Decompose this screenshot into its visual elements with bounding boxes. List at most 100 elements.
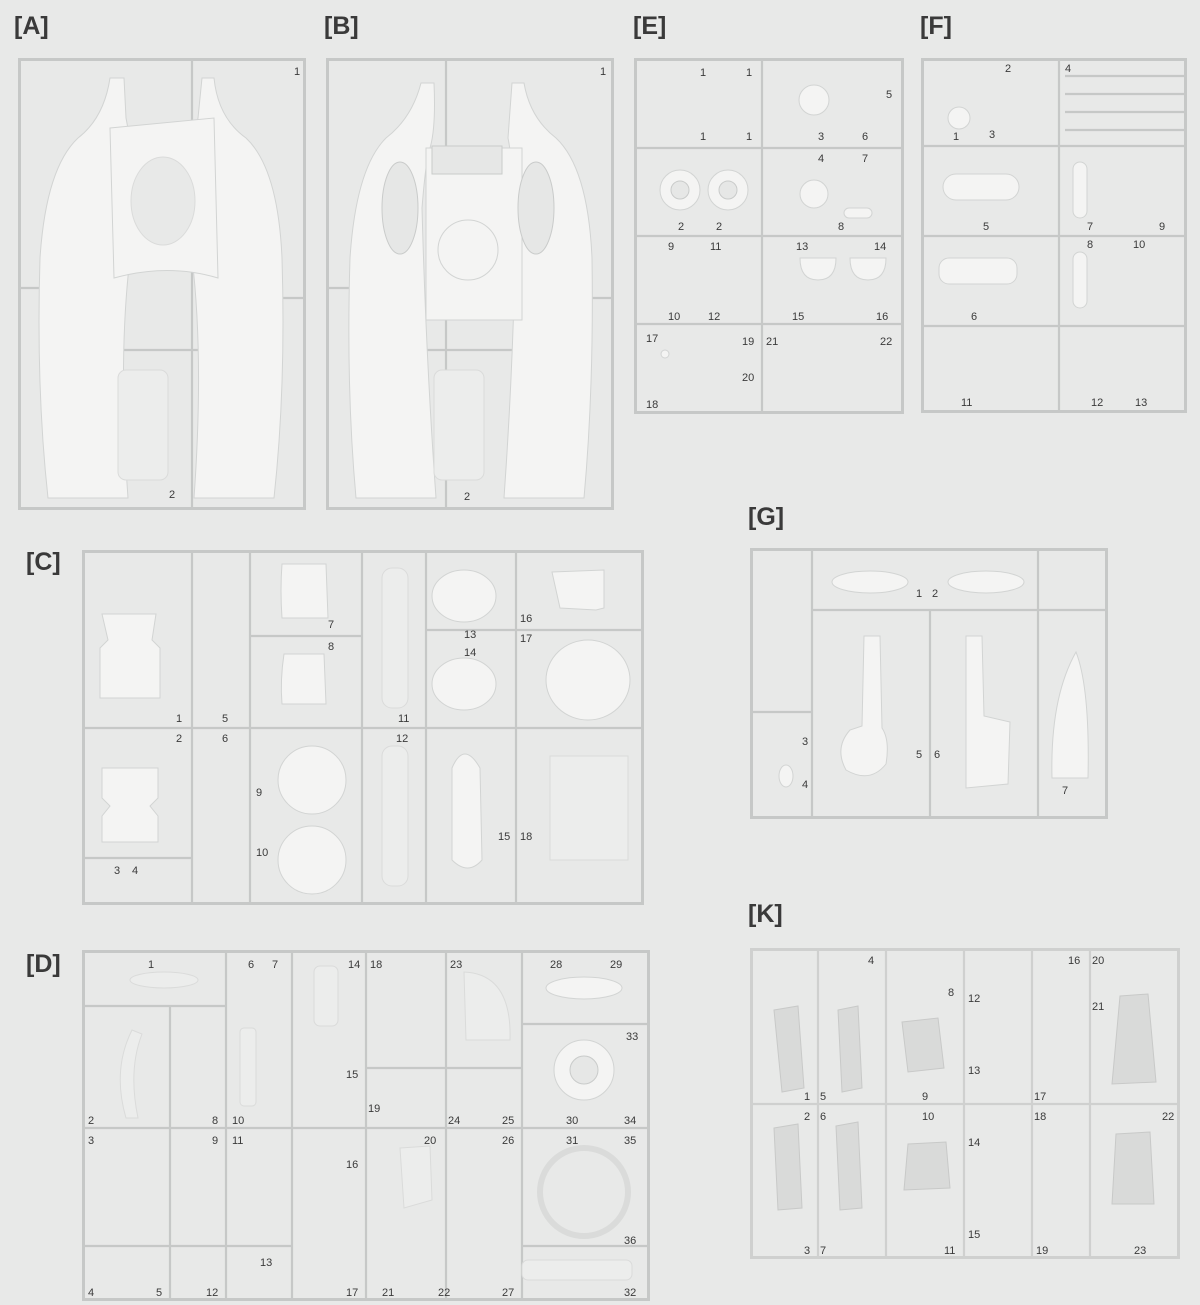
part-number: 1 (294, 66, 300, 78)
part-number: 16 (346, 1159, 358, 1171)
part-number: 7 (862, 153, 868, 165)
grille-part (381, 567, 409, 709)
part-number: 1 (746, 131, 752, 143)
part-number: 34 (624, 1115, 636, 1127)
part-number: 24 (448, 1115, 460, 1127)
figure-coat-part (1111, 993, 1157, 1085)
part-number: 1 (148, 959, 154, 971)
nose-cone (451, 753, 483, 869)
part-number: 15 (346, 1069, 358, 1081)
sprue-label-k: [K] (748, 900, 783, 928)
part-number: 28 (550, 959, 562, 971)
part-number: 16 (1068, 955, 1080, 967)
part-number: 3 (804, 1245, 810, 1257)
sphere-part (277, 745, 347, 815)
part-number: 10 (256, 847, 268, 859)
part-number: 3 (88, 1135, 94, 1147)
part-number: 9 (668, 241, 674, 253)
part-number: 19 (368, 1103, 380, 1115)
part-number: 8 (212, 1115, 218, 1127)
part-number: 12 (968, 993, 980, 1005)
part-number: 12 (206, 1287, 218, 1299)
part-number: 21 (382, 1287, 394, 1299)
part-number: 4 (88, 1287, 94, 1299)
instrument-panel (431, 145, 503, 175)
cockpit-frame (549, 755, 629, 861)
part-number: 21 (1092, 1001, 1104, 1013)
part-number: 2 (176, 733, 182, 745)
sprue-b: 1 2 (326, 58, 614, 510)
part-number: 9 (1159, 221, 1165, 233)
part-number: 14 (968, 1137, 980, 1149)
floor-plate (433, 369, 485, 481)
part-number: 31 (566, 1135, 578, 1147)
part-number: 9 (256, 787, 262, 799)
half-dome-part (849, 257, 887, 281)
small-part (778, 764, 794, 788)
part-number: 12 (1091, 397, 1103, 409)
part-number: 1 (953, 131, 959, 143)
sprue-a: 1 2 (18, 58, 306, 510)
small-part (129, 971, 199, 989)
part-number: 5 (156, 1287, 162, 1299)
part-number: 18 (646, 399, 658, 411)
sprue-label-d: [D] (26, 950, 61, 978)
engine-nozzle (101, 767, 159, 843)
part-number: 13 (260, 1257, 272, 1269)
part-number: 18 (1034, 1111, 1046, 1123)
part-number: 14 (874, 241, 886, 253)
part-number: 7 (1087, 221, 1093, 233)
part-number: 35 (624, 1135, 636, 1147)
part-number: 22 (438, 1287, 450, 1299)
part-number: 1 (600, 66, 606, 78)
part-number: 7 (1062, 785, 1068, 797)
intake-duct (280, 653, 327, 705)
part-number: 6 (820, 1111, 826, 1123)
floor-plate (117, 369, 169, 481)
sphere-part (798, 84, 830, 116)
part-number: 32 (624, 1287, 636, 1299)
part-number: 33 (626, 1031, 638, 1043)
figure-skirt-part (903, 1141, 951, 1191)
part-number: 13 (1135, 397, 1147, 409)
canopy-part (551, 569, 605, 611)
part-number: 12 (708, 311, 720, 323)
part-number: 17 (646, 333, 658, 345)
seat-part (431, 657, 497, 711)
intake-bulge-left (381, 161, 419, 255)
part-number: 2 (88, 1115, 94, 1127)
part-number: 20 (742, 372, 754, 384)
part-number: 11 (232, 1135, 243, 1147)
part-number: 4 (818, 153, 824, 165)
sprue-d: 1 6 7 14 18 23 28 29 33 15 2 8 10 19 24 … (82, 950, 650, 1301)
seat-part (399, 1145, 433, 1209)
part-number: 15 (498, 831, 510, 843)
part-number: 16 (520, 613, 532, 625)
grille-part (381, 745, 409, 887)
sprue-c: 7 8 16 13 17 14 1 5 11 2 6 12 9 15 18 10… (82, 550, 644, 905)
part-number: 5 (820, 1091, 826, 1103)
sprue-f: 2 4 1 3 5 7 9 8 10 6 11 12 13 (921, 58, 1187, 413)
part-number: 6 (934, 749, 940, 761)
seat-back-part (313, 965, 339, 1027)
drop-tank-part (545, 976, 623, 1000)
part-number: 29 (610, 959, 622, 971)
part-number: 6 (971, 311, 977, 323)
part-number: 8 (1087, 239, 1093, 251)
landing-gear-leg (965, 635, 1011, 789)
part-number: 3 (802, 736, 808, 748)
drop-tank-part (942, 173, 1020, 201)
part-number: 6 (248, 959, 254, 971)
part-number: 5 (916, 749, 922, 761)
part-number: 2 (678, 221, 684, 233)
part-number: 7 (272, 959, 278, 971)
part-number: 19 (1036, 1245, 1048, 1257)
bar-part (239, 1027, 257, 1107)
part-number: 11 (710, 241, 721, 253)
part-number: 13 (796, 241, 808, 253)
part-number: 1 (700, 67, 706, 79)
sprue-k: 4 16 20 8 12 21 1 5 9 13 17 2 6 10 18 22… (750, 948, 1180, 1259)
part-number: 6 (222, 733, 228, 745)
panel-part (521, 1259, 633, 1281)
sprue-label-f: [F] (920, 12, 952, 40)
